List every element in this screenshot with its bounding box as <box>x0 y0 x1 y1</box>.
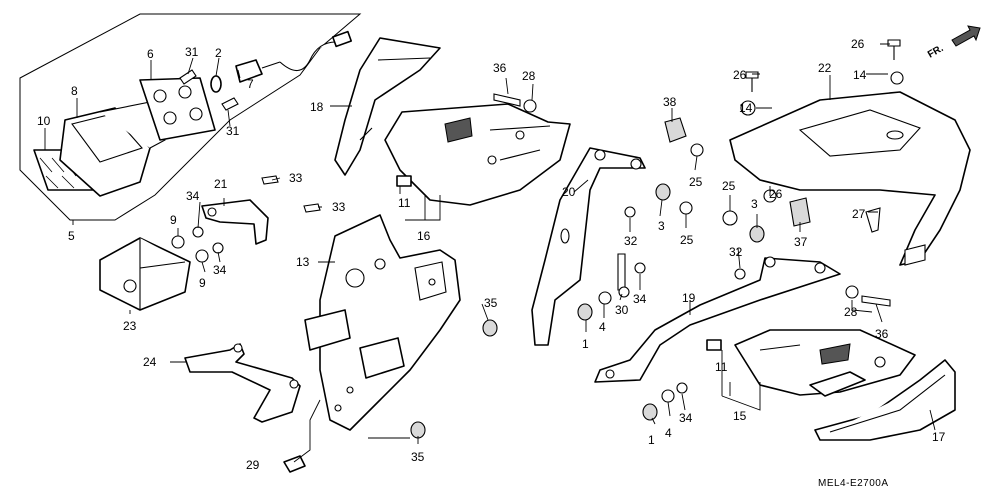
callouts: 10 8 6 31 2 7 31 5 18 36 28 38 26 22 26 … <box>37 37 946 489</box>
callout-35: 35 <box>411 450 425 464</box>
callout-4: 4 <box>599 320 606 334</box>
callout-27: 27 <box>852 207 866 221</box>
callout-22: 22 <box>818 61 832 75</box>
callout-6: 6 <box>147 47 154 61</box>
callout-31: 31 <box>226 124 240 138</box>
callout-1: 1 <box>648 433 655 447</box>
callout-21: 21 <box>214 177 228 191</box>
bulb-part <box>210 75 222 93</box>
callout-26: 26 <box>769 187 783 201</box>
left-stay-part <box>531 147 646 346</box>
callout-17: 17 <box>932 430 946 444</box>
callout-10: 10 <box>37 114 51 128</box>
callout-36: 36 <box>875 327 889 341</box>
callout-3: 3 <box>751 197 758 211</box>
right-stay-part <box>594 256 841 383</box>
callout-8: 8 <box>71 84 78 98</box>
pad-23-part <box>99 237 191 311</box>
stay-24-part <box>184 343 301 423</box>
callout-13: 13 <box>296 255 310 269</box>
grommets-35 <box>410 319 498 439</box>
callout-23: 23 <box>123 319 137 333</box>
front-arrow-icon <box>951 25 981 47</box>
callout-34: 34 <box>213 263 227 277</box>
callout-34: 34 <box>186 189 200 203</box>
upper-fender-part <box>384 103 571 206</box>
callout-35: 35 <box>484 296 498 310</box>
screw-part <box>179 69 239 111</box>
callout-38: 38 <box>663 95 677 109</box>
clip-part <box>396 175 412 187</box>
callout-32: 32 <box>624 234 638 248</box>
callout-9: 9 <box>170 213 177 227</box>
socket-wire-part <box>235 30 353 83</box>
lower-cover-part <box>809 359 956 441</box>
callout-4: 4 <box>665 426 672 440</box>
tail-light-group <box>19 13 362 221</box>
callout-36: 36 <box>493 61 507 75</box>
light-base-part <box>139 77 216 141</box>
callout-37: 37 <box>794 235 808 249</box>
collars-nuts <box>577 206 746 421</box>
grommets-part <box>655 117 881 243</box>
callout-34: 34 <box>633 292 647 306</box>
bracket-21-part <box>201 175 321 245</box>
bolt-washer-top <box>493 93 537 113</box>
callout-16: 16 <box>417 229 431 243</box>
cowl-fasteners <box>740 39 904 116</box>
callout-1: 1 <box>582 337 589 351</box>
callout-18: 18 <box>310 100 324 114</box>
callout-19: 19 <box>682 291 696 305</box>
callout-20: 20 <box>562 185 576 199</box>
callout-2: 2 <box>215 46 222 60</box>
callout-29: 29 <box>246 458 260 472</box>
leader-lines <box>44 43 936 463</box>
callout-11: 11 <box>398 196 411 210</box>
side-cover-part <box>734 329 916 396</box>
callout-25: 25 <box>689 175 703 189</box>
callout-25: 25 <box>722 179 736 193</box>
callout-33: 33 <box>289 171 303 185</box>
callout-9: 9 <box>199 276 206 290</box>
callout-32: 32 <box>729 245 743 259</box>
callout-14: 14 <box>739 101 753 115</box>
bolt-washer-lower <box>845 285 891 307</box>
callout-26: 26 <box>851 37 865 51</box>
callout-24: 24 <box>143 355 157 369</box>
clip-part-lower <box>706 339 722 351</box>
rubber-29-part <box>283 455 306 473</box>
callout-7: 7 <box>247 77 254 91</box>
callout-25: 25 <box>680 233 694 247</box>
callout-3: 3 <box>658 219 665 233</box>
rear-cowl-part <box>729 91 971 266</box>
left-inner-panel-part <box>334 37 441 176</box>
callout-28: 28 <box>522 69 536 83</box>
callout-30: 30 <box>615 303 629 317</box>
callout-26: 26 <box>733 68 747 82</box>
callout-31: 31 <box>185 45 199 59</box>
tail-housing-part <box>59 101 166 197</box>
license-bracket-part <box>304 214 461 431</box>
diagram-code: MEL4-E2700A <box>818 478 889 489</box>
callout-33: 33 <box>332 200 346 214</box>
callout-5: 5 <box>68 229 75 243</box>
callout-15: 15 <box>733 409 747 423</box>
front-direction-label: FR. <box>926 43 946 61</box>
nuts-9-34 <box>171 226 224 263</box>
callout-34: 34 <box>679 411 693 425</box>
tail-light-frame <box>19 13 362 221</box>
callout-14: 14 <box>853 68 867 82</box>
callout-11: 11 <box>715 360 728 374</box>
callout-28: 28 <box>844 305 858 319</box>
